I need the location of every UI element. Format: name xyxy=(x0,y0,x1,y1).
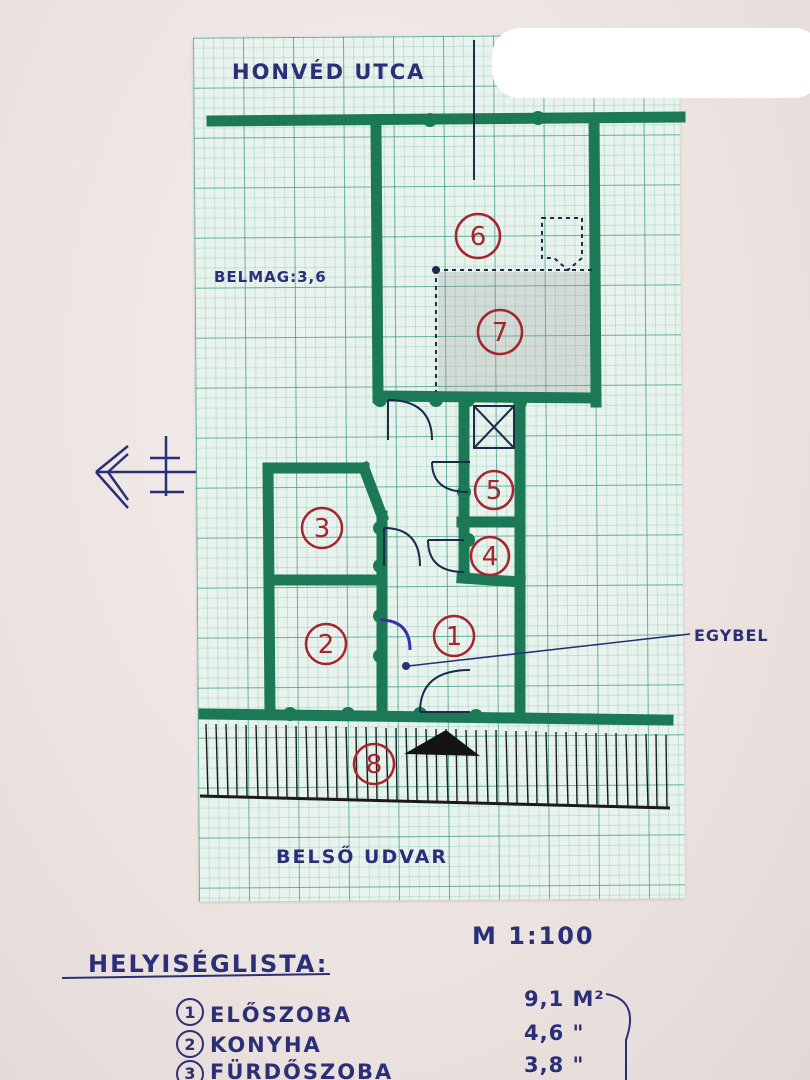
room-number-circles xyxy=(300,212,524,786)
room-number-4: 4 xyxy=(482,542,499,572)
redaction-patch xyxy=(492,28,810,98)
inner-courtyard-label: BELSŐ UDVAR xyxy=(276,846,448,868)
leader-line xyxy=(407,633,691,667)
room-list-num-1: 1 xyxy=(184,1003,195,1022)
room-list-area-3: 3,8 " xyxy=(524,1053,584,1077)
room-list-num-3: 3 xyxy=(184,1064,195,1080)
room-list-area-1: 9,1 M² xyxy=(524,987,605,1011)
cross-box xyxy=(473,405,515,449)
entrance-triangle xyxy=(404,730,480,756)
room-list-title: HELYISÉGLISTA: xyxy=(88,950,329,978)
room-list-num-2: 2 xyxy=(184,1035,195,1054)
room-list-name-3: FÜRDŐSZOBA xyxy=(210,1059,393,1080)
street-label: HONVÉD UTCA xyxy=(232,60,426,84)
courtyard-hatch xyxy=(199,723,671,810)
room-number-1: 1 xyxy=(446,622,463,652)
door-swings xyxy=(379,399,471,713)
room-number-3: 3 xyxy=(314,514,331,544)
mezzanine-dashed xyxy=(435,217,592,392)
outer-and-inner-walls xyxy=(198,111,686,726)
wall-dots xyxy=(283,111,545,723)
room-number-7: 7 xyxy=(492,318,509,348)
room-list-name-2: KONYHA xyxy=(210,1033,322,1057)
north-arrow xyxy=(95,436,196,509)
mezzanine-shade xyxy=(438,272,590,392)
room-number-8: 8 xyxy=(366,750,383,780)
room-list-name-1: ELŐSZOBA xyxy=(210,1002,352,1027)
room-list-area-2: 4,6 " xyxy=(524,1021,584,1045)
ceiling-height-label: BELMAG:3,6 xyxy=(214,268,327,286)
connected-note-label: EGYBEL xyxy=(694,626,769,645)
room-number-2: 2 xyxy=(318,630,335,660)
room-number-6: 6 xyxy=(470,222,487,252)
room-numbers: 1 2 3 4 5 6 7 8 xyxy=(314,222,509,780)
room-number-5: 5 xyxy=(486,476,503,506)
room-list: 1 ELŐSZOBA 9,1 M² 2 KONYHA 4,6 " 3 FÜRDŐ… xyxy=(61,973,631,1080)
scale-label: M 1:100 xyxy=(472,922,595,950)
